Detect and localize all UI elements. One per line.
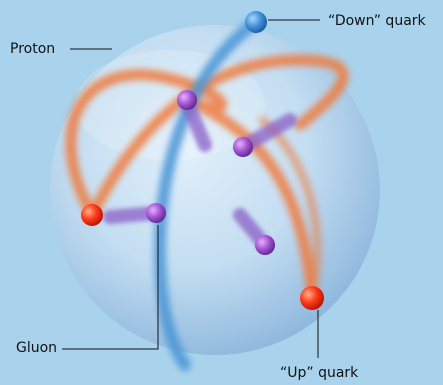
up-quark-ball — [81, 204, 103, 226]
gluon-ball — [255, 235, 275, 255]
gluon-ball — [177, 90, 197, 110]
down-quark-track — [153, 16, 262, 371]
proton-label: Proton — [10, 41, 56, 57]
gluon-ball — [233, 137, 253, 157]
up-quark-tracks — [65, 54, 349, 301]
leader-lines — [62, 19, 320, 358]
gluon-ball — [146, 203, 166, 223]
up-quark-ball — [300, 286, 324, 310]
proton-sphere — [50, 25, 380, 355]
gluon-label: Gluon — [16, 340, 58, 356]
up-quark-label: “Up” quark — [280, 365, 359, 381]
down-quark-ball — [245, 11, 267, 33]
gluon-leader — [62, 225, 159, 350]
down-quark-label: “Down” quark — [328, 13, 426, 29]
